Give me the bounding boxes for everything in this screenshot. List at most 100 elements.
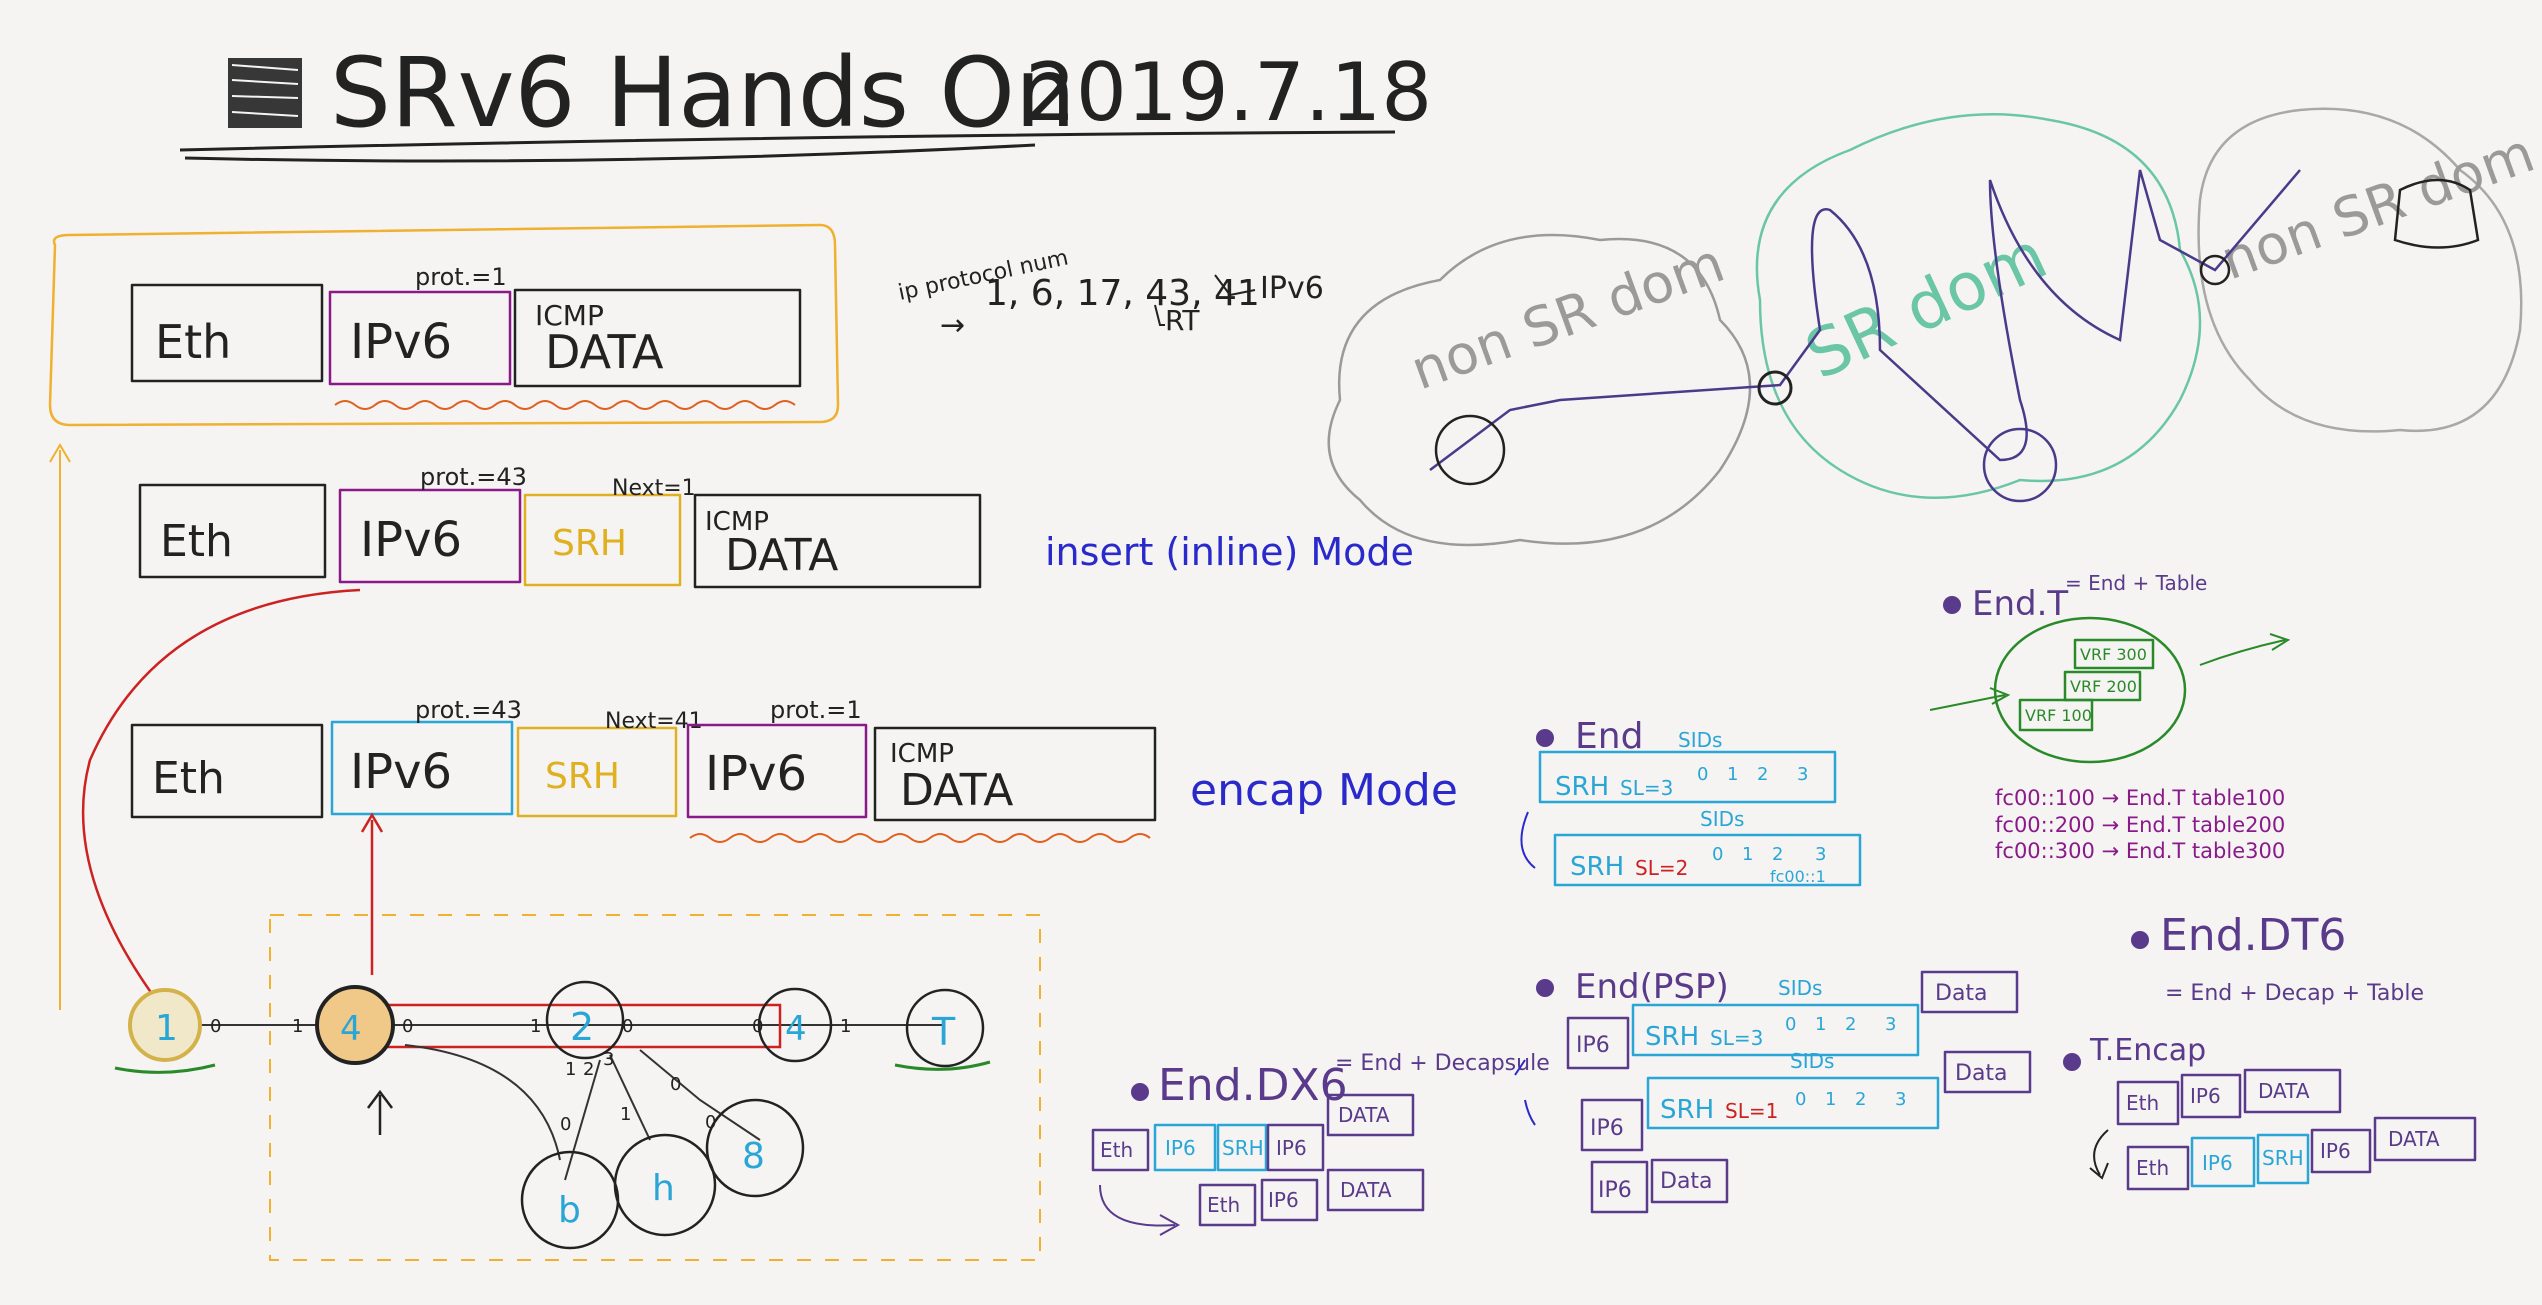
node-h-label: h [652,1168,675,1209]
inner-ipv6-box [686,723,868,819]
node-4-edge-label: 4 [785,1009,807,1049]
srh-label: SRH [545,756,620,797]
dx6-packet-2: Eth IP6 DATA [1198,1168,1425,1227]
pkt-cell [2116,1080,2180,1126]
eth-box [138,483,327,579]
title-date: 2019.7.18 [1025,46,1432,139]
route-line: fc00::200 → End.T table200 [1995,813,2285,837]
ip-cell [1580,1098,1644,1152]
ip-label: IP6 [1590,1116,1624,1141]
srh-label: SRH [1645,1022,1699,1052]
port-label: 0 [560,1114,571,1135]
title-underline [179,130,1396,163]
route-line: fc00::100 → End.T table100 [1995,786,2285,810]
vrf-box [2063,670,2142,702]
protocol-rt: RT [1165,304,1200,337]
psp-row-3: IP6 Data [1590,1158,1729,1214]
t-encap-section: T.Encap Eth IP6 DATA Eth IP6 SRH IP6 DAT… [2063,1033,2477,1191]
sids-label: SIDs [1678,728,1722,752]
encap-packet-diagram: Eth IPv6 prot.=43 SRH Next=41 IPv6 prot.… [130,696,1458,843]
pkt-cell-label: Eth [2126,1091,2159,1115]
srh-frame [1553,833,1862,887]
sids-label: SIDs [1700,807,1744,831]
encap-mode-label: encap Mode [1190,765,1458,816]
eth-label: Eth [160,516,233,567]
srh-label: SRH [1555,772,1609,802]
icmp-label: ICMP [890,739,954,769]
protocol-arrow-to-ipv6 [1214,274,1256,297]
node-2 [545,980,625,1060]
ipv6-label: IPv6 [350,314,452,370]
center-router-small [1757,370,1793,406]
sl-label: SL=2 [1635,856,1688,880]
protocol-note: ip protocol num → 1, 6, 17, 43, 41 IPv6 … [896,245,1324,343]
pkt-cell [1216,1123,1268,1172]
pkt-cell [2256,1133,2310,1185]
node-4-core-label: 4 [340,1009,362,1049]
node-1-label: 1 [155,1008,178,1049]
red-arrow-to-encap [360,812,384,975]
vrf-out-arrow [2199,633,2291,666]
data-box [513,288,802,388]
end-psp-title: End(PSP) [1575,967,1729,1007]
prot-label: prot.=43 [420,463,527,491]
title: SRv6 Hands On 2019.7.18 [179,37,1432,163]
orange-frame [48,223,840,427]
srh-frame [1646,1076,1940,1130]
pkt-cell-label: DATA [2258,1079,2310,1103]
data-cell [1920,970,2019,1014]
srh-box [523,493,682,587]
port-label: 0 [210,1016,221,1037]
pkt-cell [1326,1093,1415,1137]
pkt-cell [1326,1168,1425,1212]
bullet-icon [2063,1053,2081,1071]
bullet-icon [1131,1083,1149,1101]
icmp-label: ICMP [535,299,604,332]
sl-label: SL=1 [1725,1099,1778,1123]
sl-label: SL=3 [1710,1026,1763,1050]
sid-cell: 0 [1795,1089,1806,1110]
port-label: 1 [620,1104,631,1125]
node-h [613,1133,717,1237]
protocol-values: 1, 6, 17, 43, 41 [985,273,1260,314]
end-arrow [1520,811,1536,869]
node-8-label: 8 [742,1136,765,1177]
end-dt6-title: End.DT6 [2160,910,2346,961]
right-router [2393,178,2480,249]
wavy-underline [334,400,796,410]
pkt-cell [1153,1123,1217,1172]
vrf-label: VRF 100 [2025,706,2092,725]
ipv6-box [328,290,512,386]
ipv6-box [338,488,522,584]
ip-cell [1566,1016,1630,1070]
pkt-cell-label: IP6 [2202,1151,2233,1175]
pkt-cell [2373,1116,2477,1162]
sid-cell: 3 [1895,1089,1906,1110]
pkt-cell [1091,1128,1150,1172]
next-label: Next=1 [612,476,696,501]
sid-cell: 0 [1785,1014,1796,1035]
vrf-box [2073,638,2155,670]
pkt-cell [1266,1123,1325,1172]
srh-frame [1538,750,1837,804]
up-arrow [367,1089,393,1135]
port-label: 0 [670,1074,681,1095]
sid-cell: 2 [1757,764,1768,785]
plain-packet-diagram: Eth IPv6 prot.=1 ICMP DATA [48,223,840,427]
prot-label: prot.=1 [415,263,507,291]
bullet-icon [1536,979,1554,997]
protocol-arrow: → [940,308,965,343]
end-addr: fc00::1 [1770,867,1826,886]
srh-label: SRH [1660,1095,1714,1125]
prot-inner-label: prot.=1 [770,696,862,724]
wavy-underline [689,833,1151,843]
inner-ipv6-label: IPv6 [705,746,807,802]
pkt-cell-label: IP6 [1268,1188,1299,1212]
end-row-1: SRH SL=3 0 1 2 3 [1538,750,1837,804]
pkt-cell-label: Eth [1100,1138,1133,1162]
bullet-icon [1536,729,1554,747]
topology-frame [269,914,1041,1261]
end-dx6-section: End.DX6 = End + Decapsule Eth IP6 SRH IP… [1091,1051,1550,1236]
data-label: DATA [725,530,838,581]
pkt-cell [2310,1128,2372,1174]
